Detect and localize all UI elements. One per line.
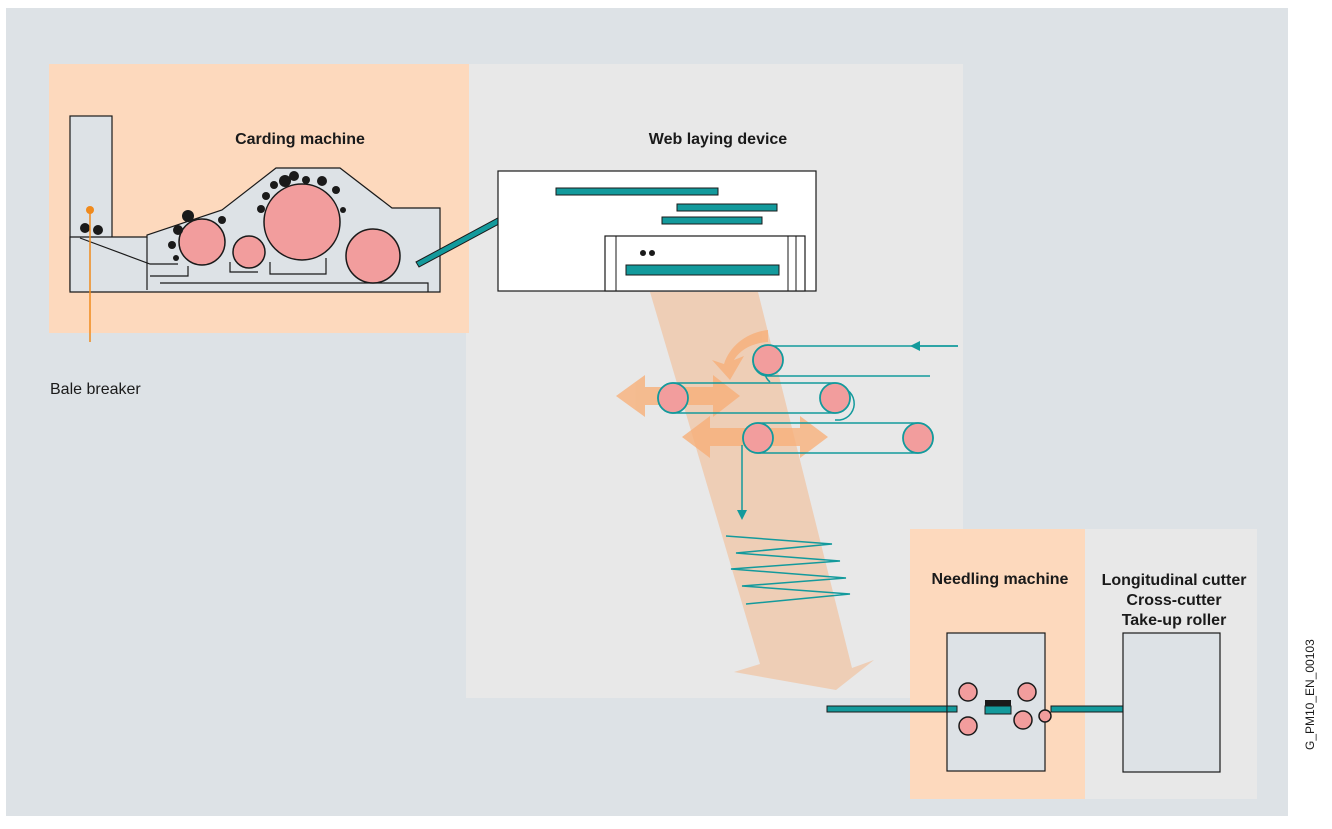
web-layer xyxy=(555,187,719,196)
needling-web xyxy=(984,705,1012,715)
web-layer xyxy=(661,216,763,225)
lapper-roller xyxy=(752,344,784,376)
needling-roller xyxy=(1013,710,1033,730)
needling-machine xyxy=(826,632,1124,772)
lapper-roller xyxy=(657,382,689,414)
cross-cutter-label: Cross-cutter xyxy=(1126,592,1222,609)
needling-output-belt xyxy=(1050,705,1124,713)
longitudinal-cutter-label: Longitudinal cutter xyxy=(1101,572,1247,589)
web-layer xyxy=(676,203,778,212)
carding-roller-tiny xyxy=(232,235,266,269)
needling-feed-belt xyxy=(946,705,958,713)
cutter-label: Longitudinal cutter Cross-cutter Take-up… xyxy=(1085,571,1263,631)
needling-roller xyxy=(958,716,978,736)
needling-roller xyxy=(1017,682,1037,702)
cutter-unit xyxy=(1122,632,1221,773)
needling-machine-label: Needling machine xyxy=(931,571,1069,588)
take-up-roller-label: Take-up roller xyxy=(1121,612,1227,629)
bale-breaker-roller xyxy=(93,225,103,235)
right-motion-arrow xyxy=(660,375,740,417)
left-motion-arrow xyxy=(682,416,760,458)
carding-main-cylinder xyxy=(263,183,341,261)
needle-board xyxy=(985,700,1011,706)
document-code: G_PM10_EN_00103 xyxy=(1303,639,1317,750)
carding-machine-label: Carding machine xyxy=(235,131,365,148)
carding-doffer-roller xyxy=(345,228,401,284)
lapper-roller xyxy=(742,422,774,454)
bale-breaker-label: Bale breaker xyxy=(50,381,141,398)
lapper-roller xyxy=(902,422,934,454)
zigzag-web xyxy=(725,535,851,605)
carding-machine xyxy=(69,167,441,293)
needling-roller xyxy=(1038,709,1052,723)
needling-roller xyxy=(958,682,978,702)
carding-worker-rollers xyxy=(168,171,346,261)
web-layer xyxy=(625,264,780,276)
lapper-roller xyxy=(819,382,851,414)
cross-lapper-belts xyxy=(657,341,958,605)
web-laying-device xyxy=(497,170,817,292)
right-motion-arrow xyxy=(740,416,828,458)
bale-breaker-pointer-dot xyxy=(86,206,94,214)
carding-roller-small xyxy=(178,218,226,266)
web-laying-device-label: Web laying device xyxy=(648,131,788,148)
bale-breaker-roller xyxy=(80,223,90,233)
curved-motion-arrow xyxy=(712,330,768,380)
needling-feed-belt xyxy=(826,705,948,713)
